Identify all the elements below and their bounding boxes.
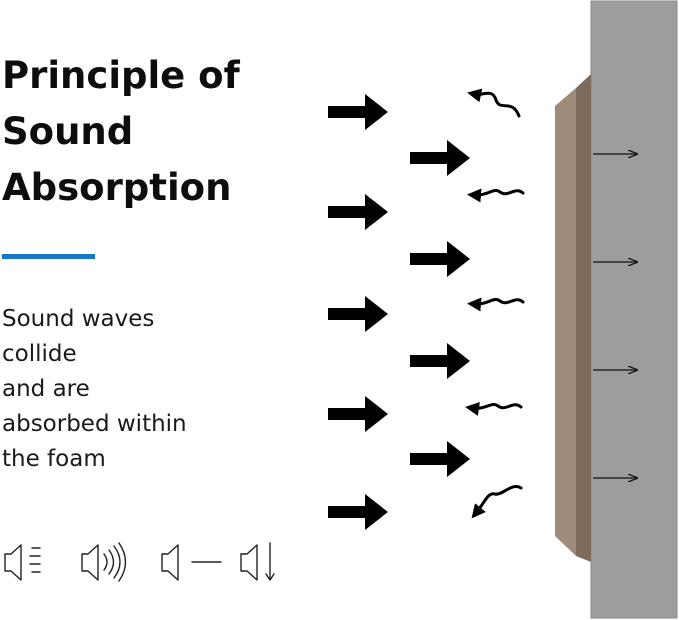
incoming-wave-arrow <box>328 94 388 130</box>
title-line-2: Sound <box>2 110 134 153</box>
wall <box>590 0 678 619</box>
page-title: Principle of Sound Absorption <box>2 48 302 216</box>
incoming-wave-arrow <box>410 140 470 176</box>
reflected-waves <box>465 88 525 519</box>
description-line-3: and are <box>2 376 90 402</box>
incoming-wave-arrow <box>328 296 388 332</box>
incoming-wave-arrow <box>410 441 470 477</box>
incoming-wave-arrow <box>328 396 388 432</box>
incoming-waves <box>328 94 470 530</box>
incoming-wave-arrow <box>410 343 470 379</box>
description-line-4: absorbed within <box>2 411 187 437</box>
title-line-1: Principle of <box>2 54 240 97</box>
transmitted-waves <box>593 154 637 478</box>
speaker-damped-icon <box>240 542 275 581</box>
description-line-1: Sound waves <box>2 306 155 332</box>
reflected-wave-arrow <box>467 297 525 312</box>
speaker-flat-icon <box>161 544 222 581</box>
speaker-echo-icon <box>81 542 127 582</box>
description-line-5: the foam <box>2 446 106 472</box>
reflected-wave-arrow <box>467 188 525 203</box>
reflected-wave-arrow <box>465 402 523 416</box>
accent-divider <box>2 254 95 259</box>
incoming-wave-arrow <box>328 194 388 230</box>
speaker-wave-icon <box>4 544 41 581</box>
foam-panel-side <box>576 74 591 562</box>
reflected-wave-arrow <box>471 485 523 519</box>
foam-panel-front <box>555 88 576 556</box>
incoming-wave-arrow <box>328 494 388 530</box>
description-text: Sound waves collide and are absorbed wit… <box>2 302 302 477</box>
incoming-wave-arrow <box>410 241 470 277</box>
description-line-2: collide <box>2 341 77 367</box>
title-line-3: Absorption <box>2 166 232 209</box>
reflected-wave-arrow <box>467 88 521 118</box>
